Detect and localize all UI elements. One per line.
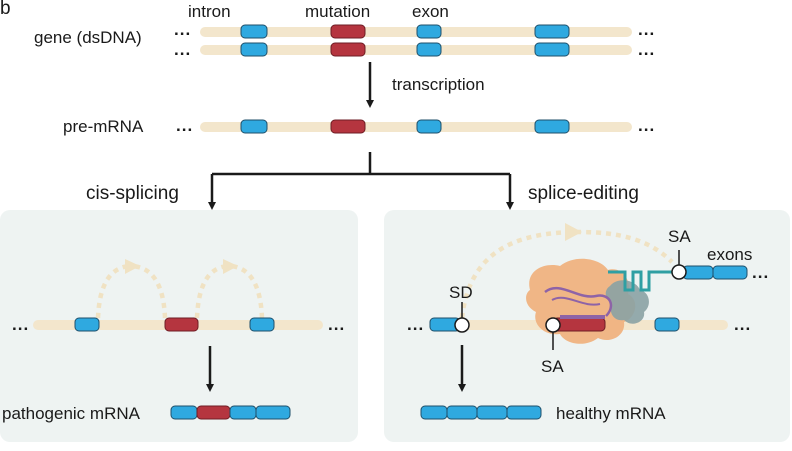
left-ellipsis-right: ... [328,315,345,334]
arc-arrowhead-1 [125,259,140,274]
transcription-label: transcription [392,75,485,94]
sd-site [454,317,470,333]
branch-arrows [208,152,514,210]
gene-ellipsis-left-top: ... [174,20,191,39]
mutation-label: mutation [305,2,370,21]
splice-editing-arc [459,229,674,319]
sa-top-label: SA [668,227,691,246]
gene-ellipsis-right-bottom: ... [638,40,655,59]
dna-strand-top [200,24,632,39]
mutation-exon-right [552,317,606,332]
sd-label: SD [449,283,473,302]
trans-exons [682,265,748,280]
pre-mrna-ellipsis-right: ... [638,116,655,135]
intron-label: intron [188,2,231,21]
teal-guide-rna [608,270,675,292]
cis-splicing-pre-mrna [33,317,323,332]
cis-splicing-label: cis-splicing [86,183,179,204]
splice-editing-label: splice-editing [528,183,639,204]
pre-mrna-ellipsis-left: ... [176,116,193,135]
healthy-mrna-label: healthy mRNA [556,404,666,423]
dna-strand-bottom [200,42,632,57]
right-ellipsis-right: ... [734,315,751,334]
pathogenic-mrna-label: pathogenic mRNA [2,404,141,423]
arc-arrowhead-2 [223,259,238,274]
trans-exons-ellipsis: ... [752,263,769,282]
pre-mrna-label: pre-mRNA [63,117,144,136]
exons-label: exons [707,245,752,264]
guide-purple-binding [560,315,605,319]
gene-label: gene (dsDNA) [34,28,142,47]
gene-ellipsis-right-top: ... [638,20,655,39]
exon-label: exon [412,2,449,21]
left-ellipsis-left: ... [12,315,29,334]
right-ellipsis-left: ... [407,315,424,334]
sa-bottom-label: SA [541,357,564,376]
sa-site-top [671,264,687,280]
panel-letter: b [0,0,11,19]
healthy-mrna [420,405,542,420]
splice-editing-arc-arrowhead [565,223,582,241]
pathogenic-mrna [170,405,291,420]
gene-ellipsis-left-bottom: ... [174,40,191,59]
pre-mrna-strand [200,119,632,134]
sa-site-bottom [545,317,561,333]
